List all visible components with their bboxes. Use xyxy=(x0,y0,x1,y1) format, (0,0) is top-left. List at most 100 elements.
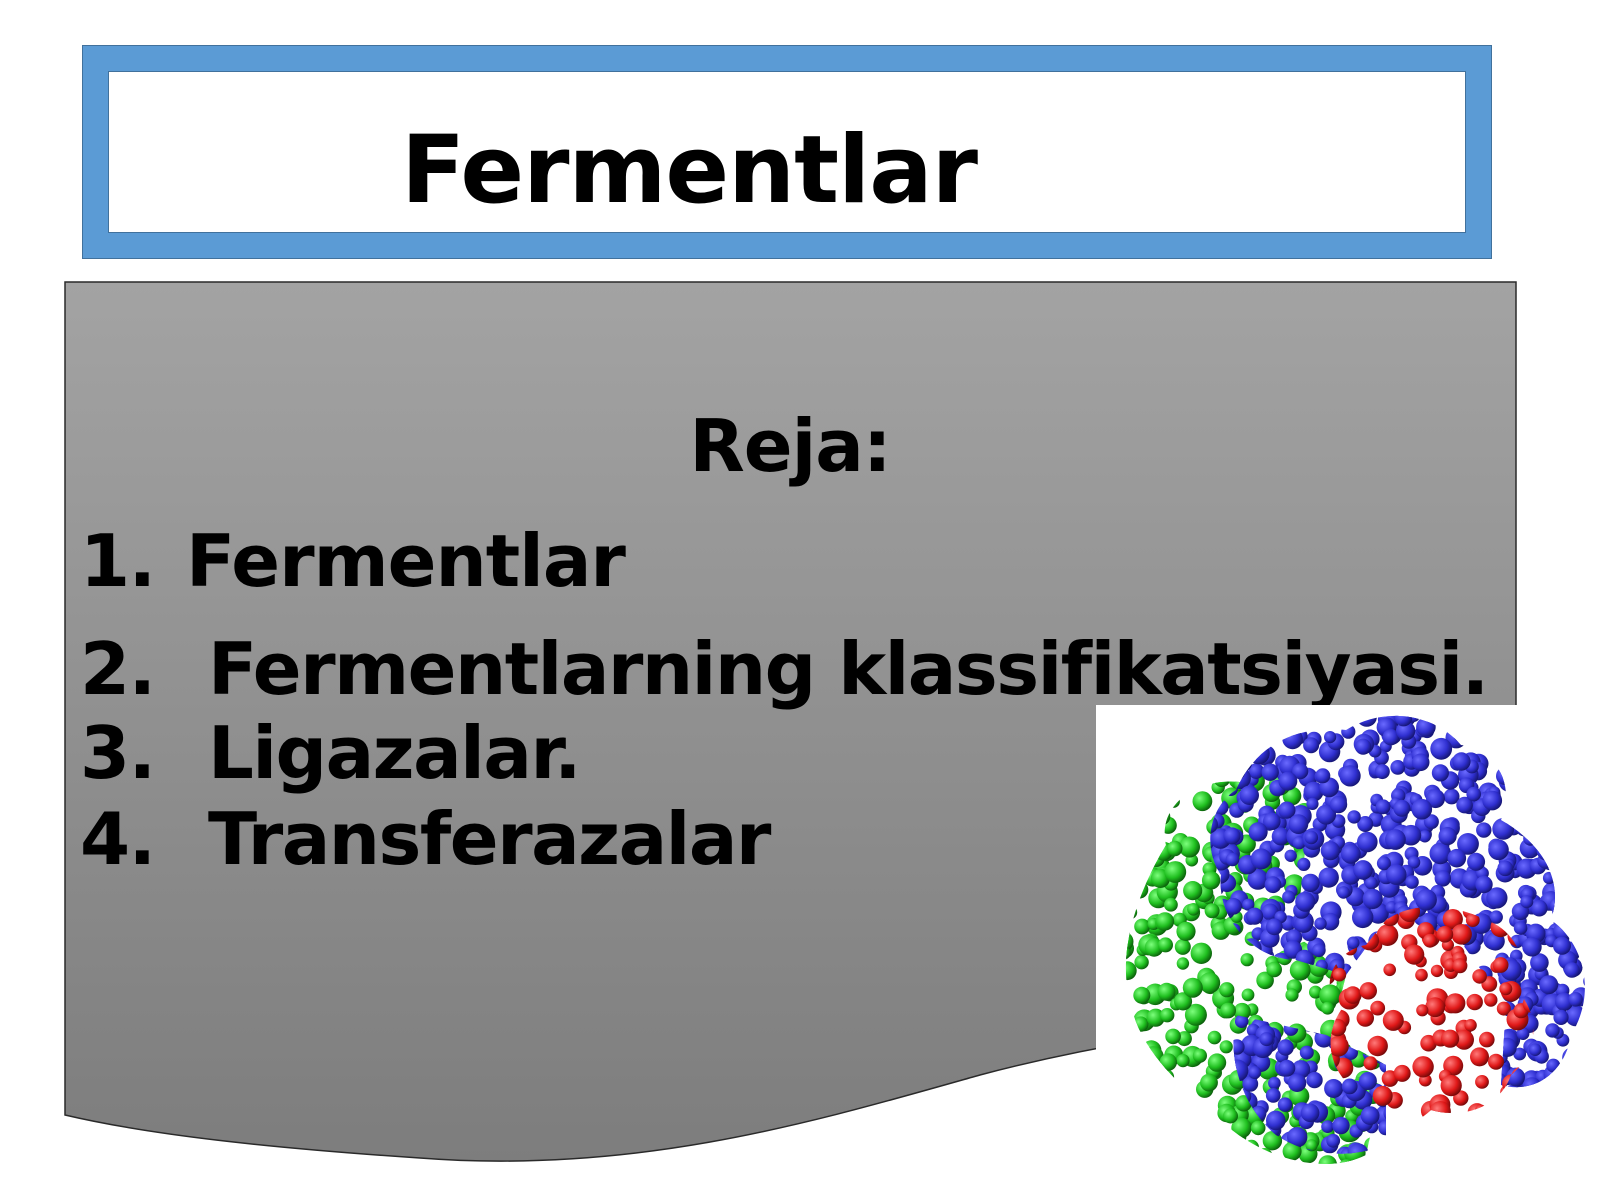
atom-sphere xyxy=(1535,1166,1551,1182)
atom-sphere xyxy=(1121,897,1136,912)
atom-sphere xyxy=(1257,1148,1273,1164)
atom-sphere xyxy=(1165,770,1181,786)
atom-sphere xyxy=(1127,1131,1145,1149)
atom-sphere xyxy=(1416,717,1436,737)
atom-sphere xyxy=(1583,1087,1600,1106)
atom-sphere xyxy=(1101,1048,1115,1062)
atom-sphere xyxy=(1577,742,1592,757)
atom-sphere xyxy=(1511,1142,1533,1164)
atom-sphere xyxy=(1588,1115,1600,1135)
atom-sphere xyxy=(1368,1036,1388,1056)
atom-sphere xyxy=(1097,1094,1119,1116)
atom-sphere xyxy=(1199,1098,1220,1119)
atom-sphere xyxy=(1224,1167,1243,1186)
atom-sphere xyxy=(1130,793,1151,814)
atom-sphere xyxy=(1561,724,1577,740)
atom-sphere xyxy=(1497,861,1513,877)
atom-sphere xyxy=(1125,1082,1143,1100)
atom-sphere xyxy=(1527,819,1547,839)
atom-sphere xyxy=(1116,824,1133,841)
atom-sphere xyxy=(1492,818,1514,840)
atom-sphere xyxy=(1102,854,1115,867)
atom-sphere xyxy=(1404,945,1424,965)
atom-sphere xyxy=(1096,1163,1105,1178)
atom-sphere xyxy=(1302,705,1318,718)
atom-sphere xyxy=(1096,926,1106,942)
atom-sphere xyxy=(1138,1076,1157,1095)
atom-sphere xyxy=(1203,1157,1222,1176)
atom-sphere xyxy=(1110,827,1129,846)
atom-sphere xyxy=(1504,747,1523,766)
atom-sphere xyxy=(1587,732,1600,751)
atom-sphere xyxy=(1186,1068,1201,1083)
atom-sphere xyxy=(1505,730,1520,745)
atom-sphere xyxy=(1382,1136,1402,1156)
atom-sphere xyxy=(1535,1085,1549,1099)
atom-sphere xyxy=(1375,764,1390,779)
atom-sphere xyxy=(1354,1191,1370,1200)
atom-sphere xyxy=(1209,1133,1225,1149)
atom-sphere xyxy=(1281,708,1301,728)
atom-sphere xyxy=(1157,792,1171,806)
atom-sphere xyxy=(1187,705,1202,720)
atom-sphere xyxy=(1584,774,1600,793)
atom-sphere xyxy=(1098,788,1113,803)
atom-sphere xyxy=(1545,795,1558,808)
atom-sphere xyxy=(1233,1166,1248,1181)
atom-sphere xyxy=(1213,705,1232,724)
atom-sphere xyxy=(1436,1178,1452,1194)
atom-sphere xyxy=(1587,710,1600,730)
atom-sphere xyxy=(1496,767,1514,785)
atom-sphere xyxy=(1117,1038,1136,1057)
atom-sphere xyxy=(1582,800,1600,820)
atom-sphere xyxy=(1196,1133,1216,1153)
atom-sphere xyxy=(1129,719,1141,731)
atom-sphere xyxy=(1317,1173,1338,1194)
atom-sphere xyxy=(1554,1135,1569,1150)
atom-sphere xyxy=(1393,1147,1412,1166)
atom-sphere xyxy=(1553,781,1567,795)
atom-sphere xyxy=(1434,1151,1448,1165)
atom-sphere xyxy=(1162,760,1174,772)
atom-sphere xyxy=(1565,894,1579,908)
atom-sphere xyxy=(1172,1129,1186,1143)
atom-sphere xyxy=(1101,944,1114,957)
atom-sphere xyxy=(1096,938,1104,955)
atom-sphere xyxy=(1261,712,1274,725)
atom-sphere xyxy=(1468,1155,1484,1171)
atom-sphere xyxy=(1096,1106,1104,1122)
atom-sphere xyxy=(1260,1032,1274,1046)
atom-sphere xyxy=(1341,705,1361,724)
atom-sphere xyxy=(1401,1149,1418,1166)
atom-sphere xyxy=(1104,985,1125,1006)
atom-sphere xyxy=(1566,776,1587,797)
atom-sphere xyxy=(1266,962,1282,978)
atom-sphere xyxy=(1393,1148,1410,1165)
atom-sphere xyxy=(1489,1156,1507,1174)
atom-sphere xyxy=(1121,875,1136,890)
atom-sphere xyxy=(1248,743,1270,765)
atom-sphere xyxy=(1541,1179,1559,1197)
atom-sphere xyxy=(1582,954,1595,967)
atom-sphere xyxy=(1120,728,1136,744)
atom-sphere xyxy=(1452,958,1467,973)
atom-sphere xyxy=(1220,1136,1235,1151)
atom-sphere xyxy=(1542,1162,1556,1176)
atom-sphere xyxy=(1178,785,1195,802)
atom-sphere xyxy=(1218,1163,1240,1185)
atom-sphere xyxy=(1412,1056,1433,1077)
atom-sphere xyxy=(1465,1144,1484,1163)
atom-sphere xyxy=(1183,1138,1197,1152)
atom-sphere xyxy=(1138,1054,1158,1074)
atom-sphere xyxy=(1164,786,1178,800)
atom-sphere xyxy=(1574,709,1587,722)
atom-sphere xyxy=(1572,1090,1593,1111)
atom-sphere xyxy=(1120,707,1136,723)
atom-sphere xyxy=(1574,1154,1595,1175)
atom-sphere xyxy=(1108,845,1130,867)
atom-sphere xyxy=(1180,1107,1196,1123)
atom-sphere xyxy=(1096,1028,1114,1046)
atom-sphere xyxy=(1147,763,1160,776)
plan-item-label: Transferazalar xyxy=(208,797,770,881)
atom-sphere xyxy=(1135,1080,1156,1101)
